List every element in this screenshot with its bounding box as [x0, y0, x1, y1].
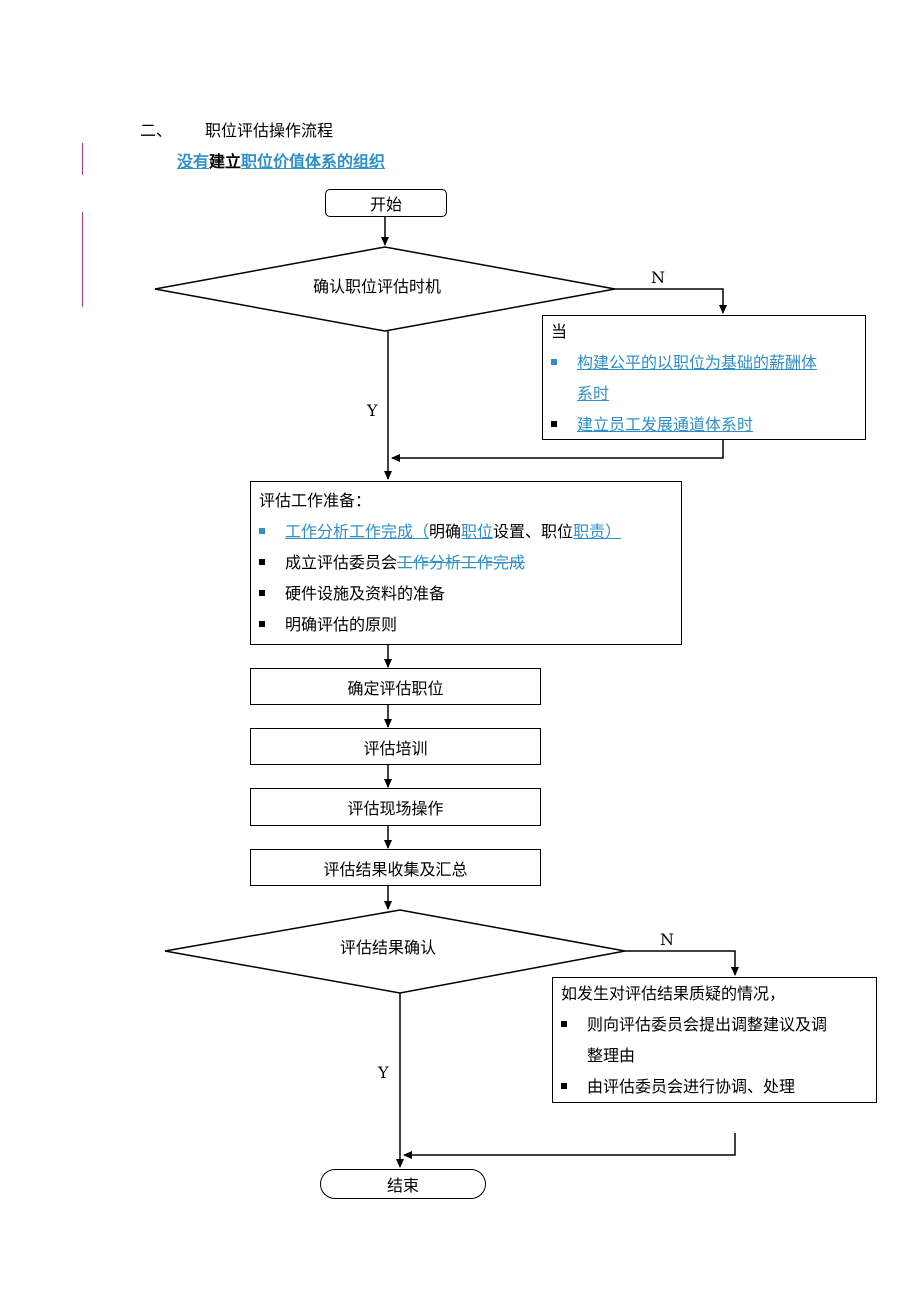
- bullet-icon: [259, 589, 265, 596]
- subtitle-part-3: 职位价值体系的组织: [241, 152, 386, 171]
- timing-item-1-cont-text: 系时: [577, 384, 610, 403]
- decision-1-label: 确认职位评估时机: [313, 277, 442, 296]
- step-define-positions: 确定评估职位: [250, 668, 541, 705]
- dispute-item-1: 则向评估委员会提出调整建议及调: [561, 1009, 876, 1040]
- timing-heading: 当: [551, 322, 568, 341]
- prep-item-4-text: 明确评估的原则: [285, 615, 398, 634]
- prep-item-3: 硬件设施及资料的准备: [259, 578, 681, 609]
- revision-bar-1: [82, 143, 83, 175]
- timing-conditions-box: 当 构建公平的以职位为基础的薪酬体 系时 建立员工发展通道体系时: [542, 315, 866, 440]
- dispute-item-1-text: 则向评估委员会提出调整建议及调: [587, 1015, 828, 1034]
- bullet-icon: [259, 558, 265, 565]
- prep-item-1-b: 明确: [429, 522, 462, 541]
- bullet-icon: [551, 358, 557, 365]
- prep-item-1-c: 职位: [461, 522, 494, 541]
- dispute-box: 如发生对评估结果质疑的情况， 则向评估委员会提出调整建议及调 整理由 由评估委员…: [552, 977, 877, 1103]
- prep-item-2: 成立评估委员会工作分析工作完成: [259, 547, 681, 578]
- dispute-item-1-cont: 整理由: [561, 1040, 876, 1071]
- bullet-icon: [551, 420, 557, 427]
- decision-2-yes-label: Y: [378, 1063, 389, 1082]
- end-node: 结束: [320, 1169, 486, 1199]
- subtitle: 没有建立职位价值体系的组织: [177, 148, 385, 172]
- start-node: 开始: [325, 189, 447, 217]
- bullet-icon: [259, 620, 265, 627]
- timing-item-2-text: 建立员工发展通道体系时: [577, 415, 754, 434]
- subtitle-part-1: 没有: [177, 152, 210, 171]
- decision-2-label: 评估结果确认: [340, 938, 437, 957]
- dispute-item-1-cont-text: 整理由: [587, 1046, 636, 1065]
- preparation-box: 评估工作准备： 工作分析工作完成（明确职位设置、职位职责） 成立评估委员会工作分…: [250, 481, 682, 645]
- start-label: 开始: [369, 195, 402, 214]
- step-collect-results: 评估结果收集及汇总: [250, 849, 541, 886]
- dispute-item-2-text: 由评估委员会进行协调、处理: [587, 1077, 796, 1096]
- prep-item-1: 工作分析工作完成（明确职位设置、职位职责）: [259, 516, 681, 547]
- bullet-icon: [259, 527, 265, 534]
- timing-item-1-text: 构建公平的以职位为基础的薪酬体: [577, 353, 818, 372]
- decision-1-yes-label: Y: [367, 401, 378, 420]
- prep-item-1-e: 职责）: [573, 522, 622, 541]
- step-training: 评估培训: [250, 728, 541, 765]
- prep-item-4: 明确评估的原则: [259, 609, 681, 640]
- decision-1-no-label: N: [651, 268, 665, 287]
- prep-item-2-a: 成立评估委员会: [285, 553, 398, 572]
- step-2-label: 评估培训: [363, 738, 428, 758]
- dispute-heading: 如发生对评估结果质疑的情况，: [561, 984, 786, 1003]
- decision-2-no-label: N: [660, 930, 674, 949]
- prep-heading: 评估工作准备：: [259, 491, 372, 510]
- timing-item-1-cont: 系时: [551, 378, 865, 409]
- prep-item-1-d: 设置、职位: [493, 522, 574, 541]
- timing-item-2: 建立员工发展通道体系时: [551, 409, 865, 440]
- section-title: 职位评估操作流程: [205, 121, 334, 140]
- step-onsite-operation: 评估现场操作: [250, 788, 541, 826]
- step-1-label: 确定评估职位: [347, 678, 444, 698]
- dispute-item-2: 由评估委员会进行协调、处理: [561, 1071, 876, 1102]
- revision-bar-2: [82, 212, 83, 307]
- bullet-icon: [561, 1082, 567, 1089]
- prep-item-2-b: 工作分析工作完成: [397, 553, 526, 572]
- subtitle-part-2: 建立: [209, 152, 242, 171]
- step-4-label: 评估结果收集及汇总: [323, 859, 468, 879]
- section-number: 二、: [140, 121, 173, 140]
- end-label: 结束: [386, 1176, 419, 1195]
- bullet-icon: [561, 1020, 567, 1027]
- prep-item-1-a: 工作分析工作完成（: [285, 522, 430, 541]
- prep-item-3-text: 硬件设施及资料的准备: [285, 584, 446, 603]
- step-3-label: 评估现场操作: [347, 799, 444, 818]
- timing-item-1: 构建公平的以职位为基础的薪酬体: [551, 347, 865, 378]
